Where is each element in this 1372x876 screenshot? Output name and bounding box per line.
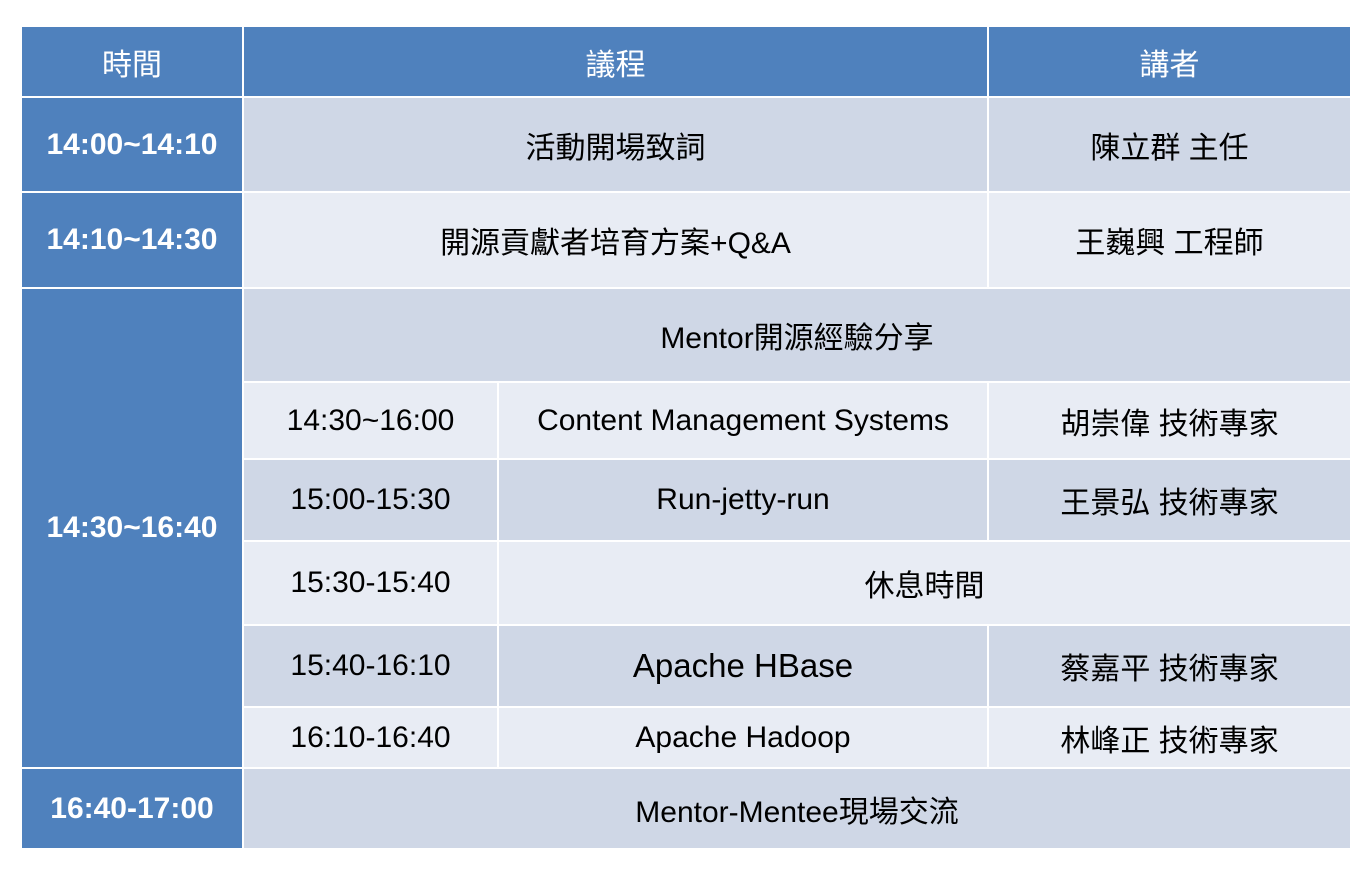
header-speaker: 講者 bbox=[989, 27, 1350, 96]
agenda-section-title: Mentor開源經驗分享 bbox=[244, 289, 1350, 381]
agenda-cell: 活動開場致詞 bbox=[244, 98, 987, 191]
session-time: 15:30-15:40 bbox=[244, 542, 497, 624]
session-title: Apache Hadoop bbox=[499, 708, 987, 767]
session-time: 14:30~16:00 bbox=[244, 383, 497, 458]
session-speaker: 王景弘 技術專家 bbox=[989, 460, 1350, 540]
session-title: Content Management Systems bbox=[499, 383, 987, 458]
session-speaker: 蔡嘉平 技術專家 bbox=[989, 626, 1350, 706]
session-title: Apache HBase bbox=[499, 626, 987, 706]
session-speaker: 胡崇偉 技術專家 bbox=[989, 383, 1350, 458]
agenda-cell: 開源貢獻者培育方案+Q&A bbox=[244, 193, 987, 287]
speaker-cell: 王巍興 工程師 bbox=[989, 193, 1350, 287]
header-time: 時間 bbox=[22, 27, 242, 96]
session-time: 15:00-15:30 bbox=[244, 460, 497, 540]
agenda-cell: Mentor-Mentee現場交流 bbox=[244, 769, 1350, 848]
session-speaker: 林峰正 技術專家 bbox=[989, 708, 1350, 767]
session-time: 15:40-16:10 bbox=[244, 626, 497, 706]
time-cell: 14:00~14:10 bbox=[22, 98, 242, 191]
session-title: Run-jetty-run bbox=[499, 460, 987, 540]
time-cell: 16:40-17:00 bbox=[22, 769, 242, 848]
time-cell: 14:30~16:40 bbox=[22, 289, 242, 767]
time-cell: 14:10~14:30 bbox=[22, 193, 242, 287]
header-agenda: 議程 bbox=[244, 27, 987, 96]
speaker-cell: 陳立群 主任 bbox=[989, 98, 1350, 191]
session-time: 16:10-16:40 bbox=[244, 708, 497, 767]
schedule-table: 時間 議程 講者 14:00~14:10 活動開場致詞 陳立群 主任 14:10… bbox=[22, 27, 1350, 858]
break-title: 休息時間 bbox=[499, 542, 1350, 624]
